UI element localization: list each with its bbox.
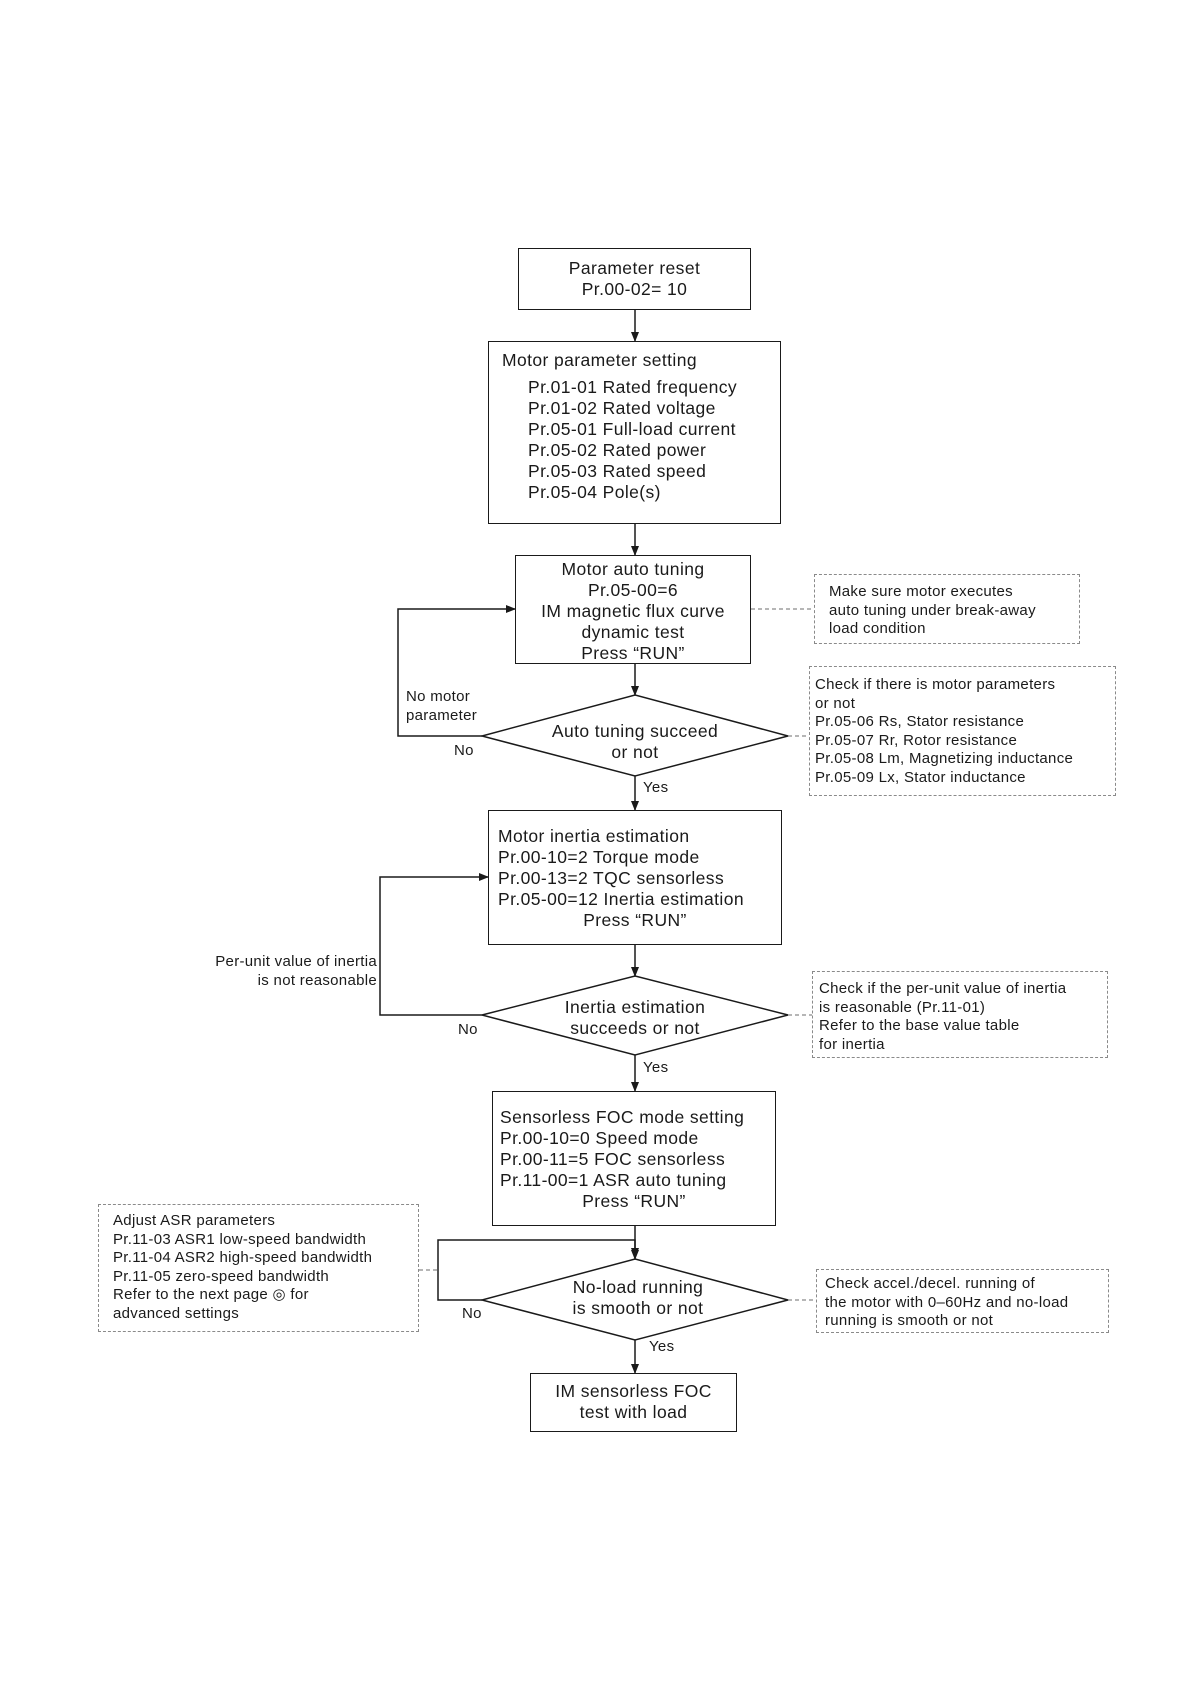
inertia-line: Pr.05-00=12 Inertia estimation xyxy=(498,889,744,909)
note-line: Refer to the base value table xyxy=(819,1017,1020,1034)
auto-tuning-press-run: Press “RUN” xyxy=(581,643,685,663)
note-line: advanced settings xyxy=(113,1304,240,1322)
foc-line: Sensorless FOC mode setting xyxy=(500,1107,745,1127)
foc-line: Pr.11-00=1 ASR auto tuning xyxy=(500,1170,727,1190)
loop-tuning-no xyxy=(397,605,516,737)
note-line: Pr.05-09 Lx, Stator inductance xyxy=(815,768,1026,786)
label-line: No motor xyxy=(406,688,471,705)
label-line: Per-unit value of inertia xyxy=(215,953,377,970)
note-line: Adjust ASR parameters xyxy=(113,1212,276,1229)
decision-noload-shape xyxy=(479,1258,791,1341)
label-line: is not reasonable xyxy=(257,971,377,989)
note-breakaway-load: Make sure motor executes auto tuning und… xyxy=(814,574,1080,644)
note-line: or not xyxy=(815,694,856,712)
motor-parameter-item: Pr.01-01 Rated frequency xyxy=(528,377,738,397)
inertia-press-run: Press “RUN” xyxy=(583,910,687,930)
note-line: Pr.05-06 Rs, Stator resistance xyxy=(815,713,1025,730)
inertia-line: Pr.00-13=2 TQC sensorless xyxy=(498,868,725,888)
motor-auto-tuning-box: Motor auto tuning Pr.05-00=6 IM magnetic… xyxy=(515,555,751,664)
auto-tuning-line: IM magnetic flux curve xyxy=(541,601,725,621)
note-line: Check if there is motor parameters xyxy=(815,676,1056,693)
foc-press-run: Press “RUN” xyxy=(582,1191,686,1211)
parameter-reset-title: Parameter reset xyxy=(568,258,701,278)
note-line: Check if the per-unit value of inertia xyxy=(819,980,1067,997)
auto-tuning-line: Motor auto tuning xyxy=(561,559,705,579)
im-sensorless-foc-test-box: IM sensorless FOC test with load xyxy=(530,1373,737,1432)
final-line: test with load xyxy=(579,1402,688,1422)
note-line: load condition xyxy=(829,620,926,637)
motor-parameter-title: Motor parameter setting xyxy=(502,350,697,370)
loop-inertia-no xyxy=(379,873,489,1016)
motor-parameter-item: Pr.05-02 Rated power xyxy=(528,440,707,460)
parameter-reset-box: Parameter reset Pr.00-02= 10 xyxy=(518,248,751,310)
motor-parameter-item: Pr.05-04 Pole(s) xyxy=(528,482,661,502)
label-no-noload: No xyxy=(462,1305,482,1322)
decision-auto-tuning-line: or not xyxy=(611,742,659,762)
decision-noload-line: is smooth or not xyxy=(572,1298,704,1318)
decision-inertia-line: succeeds or not xyxy=(570,1018,700,1038)
decision-noload-text: No-load running is smooth or not xyxy=(523,1277,753,1319)
decision-auto-tuning-text: Auto tuning succeed or not xyxy=(520,721,750,763)
foc-line: Pr.00-11=5 FOC sensorless xyxy=(500,1149,726,1169)
note-line: the motor with 0–60Hz and no-load xyxy=(825,1293,1069,1311)
label-inertia-not-reasonable: Per-unit value of inertia is not reasona… xyxy=(200,953,377,990)
motor-parameter-box: Motor parameter setting Pr.01-01 Rated f… xyxy=(488,341,781,524)
note-line: Refer to the next page ◎ for xyxy=(113,1286,309,1303)
label-no-tuning: No xyxy=(454,742,474,759)
note-line: Pr.11-03 ASR1 low-speed bandwidth xyxy=(113,1230,367,1248)
decision-inertia-text: Inertia estimation succeeds or not xyxy=(520,997,750,1039)
label-no-inertia: No xyxy=(458,1021,478,1038)
parameter-reset-value: Pr.00-02= 10 xyxy=(581,279,688,299)
motor-parameter-item: Pr.01-02 Rated voltage xyxy=(528,398,716,418)
note-check-motor-params: Check if there is motor parameters or no… xyxy=(809,666,1116,796)
note-line: Pr.05-08 Lm, Magnetizing inductance xyxy=(815,750,1074,767)
note-line: Check accel./decel. running of xyxy=(825,1275,1035,1292)
label-yes-noload: Yes xyxy=(649,1338,675,1355)
auto-tuning-line: Pr.05-00=6 xyxy=(587,580,679,600)
inertia-estimation-box: Motor inertia estimation Pr.00-10=2 Torq… xyxy=(488,810,782,945)
decision-auto-tuning-line: Auto tuning succeed xyxy=(551,721,719,741)
note-line: Pr.11-05 zero-speed bandwidth xyxy=(113,1267,330,1285)
decision-inertia-line: Inertia estimation xyxy=(564,997,706,1017)
note-check-accel-decel: Check accel./decel. running of the motor… xyxy=(816,1269,1109,1333)
inertia-line: Pr.00-10=2 Torque mode xyxy=(498,847,700,867)
note-line: Pr.11-04 ASR2 high-speed bandwidth xyxy=(113,1249,373,1266)
foc-line: Pr.00-10=0 Speed mode xyxy=(500,1128,699,1148)
loop-noload-no xyxy=(437,1239,639,1301)
note-line: Make sure motor executes xyxy=(829,583,1013,600)
label-line: parameter xyxy=(406,706,478,724)
auto-tuning-line: dynamic test xyxy=(581,622,685,642)
note-adjust-asr: Adjust ASR parameters Pr.11-03 ASR1 low-… xyxy=(98,1204,419,1332)
note-check-inertia: Check if the per-unit value of inertia i… xyxy=(812,971,1108,1058)
motor-parameter-item: Pr.05-03 Rated speed xyxy=(528,461,707,481)
label-yes-inertia: Yes xyxy=(643,1059,669,1076)
sensorless-foc-box: Sensorless FOC mode setting Pr.00-10=0 S… xyxy=(492,1091,776,1226)
note-line: for inertia xyxy=(819,1035,885,1053)
inertia-line: Motor inertia estimation xyxy=(498,826,690,846)
note-line: is reasonable (Pr.11-01) xyxy=(819,998,986,1016)
note-line: running is smooth or not xyxy=(825,1312,994,1329)
decision-inertia-shape xyxy=(481,975,789,1056)
decision-tuning-shape xyxy=(479,694,791,777)
label-no-motor-parameter: No motor parameter xyxy=(406,688,477,725)
note-line: auto tuning under break-away xyxy=(829,601,1036,619)
final-line: IM sensorless FOC xyxy=(555,1381,712,1401)
motor-parameter-item: Pr.05-01 Full-load current xyxy=(528,419,736,439)
label-yes-tuning: Yes xyxy=(643,779,669,796)
note-line: Pr.05-07 Rr, Rotor resistance xyxy=(815,731,1018,749)
decision-noload-line: No-load running xyxy=(572,1277,704,1297)
